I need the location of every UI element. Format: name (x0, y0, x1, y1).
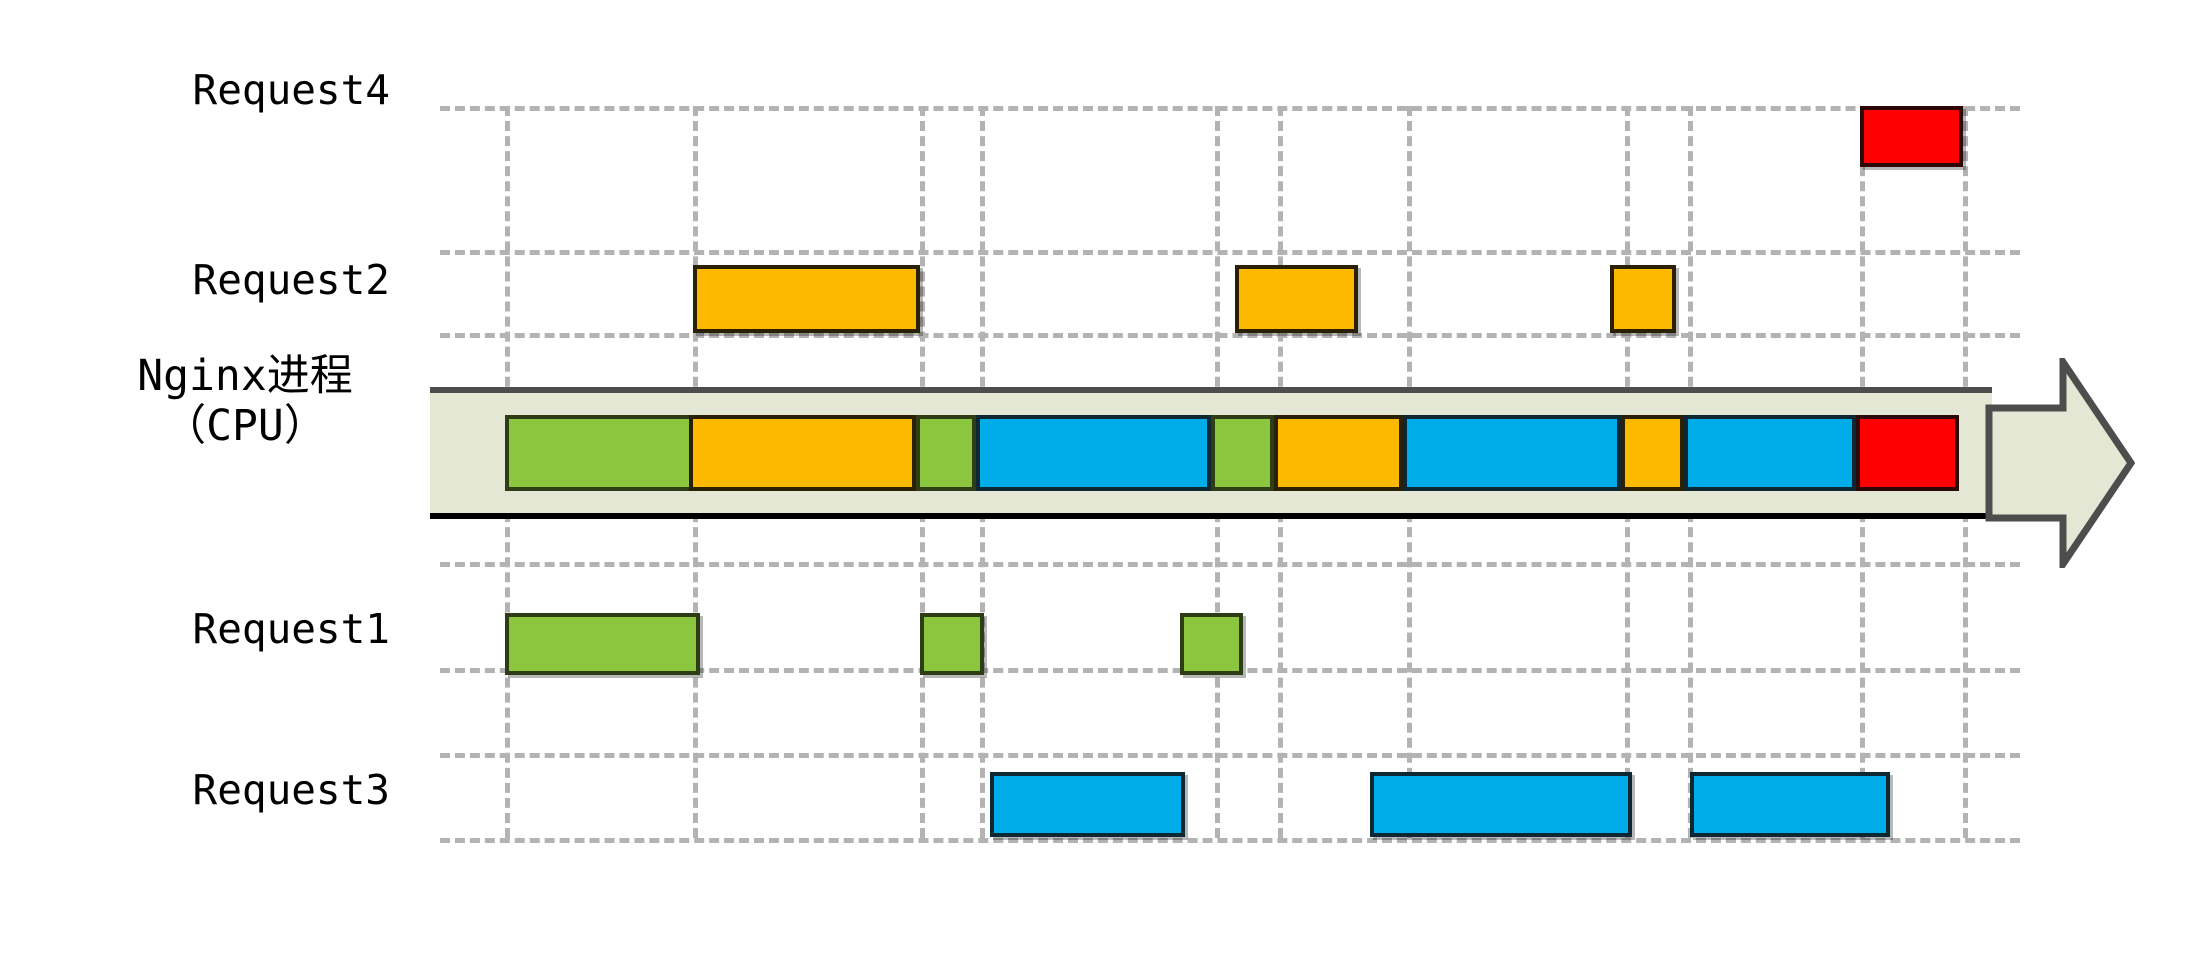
cpu-timeslice-segment (916, 415, 976, 491)
request-bar (1610, 265, 1676, 333)
grid-line-horizontal (440, 106, 2020, 111)
row-label-request3: Request3 (192, 766, 390, 814)
cpu-timeslice-segment (1621, 415, 1684, 491)
request-bar (1370, 772, 1632, 837)
row-label-request1: Request1 (192, 605, 390, 653)
grid-line-horizontal (440, 333, 2020, 338)
cpu-timeslice-segment (1403, 415, 1621, 491)
cpu-timeslice-segment (1684, 415, 1856, 491)
grid-line-horizontal (440, 250, 2020, 255)
request-bar (693, 265, 920, 333)
cpu-timeslice-segment (689, 415, 916, 491)
request-bar (920, 613, 984, 675)
grid-line-horizontal (440, 753, 2020, 758)
request-bar (1235, 265, 1358, 333)
request-bar (990, 772, 1185, 837)
cpu-timeslice-segment (1211, 415, 1274, 491)
request-bar (1690, 772, 1890, 837)
grid-line-horizontal (440, 838, 2020, 843)
grid-line-horizontal (440, 562, 2020, 567)
request-bar (1180, 613, 1243, 675)
cpu-timeslice-segment (976, 415, 1211, 491)
row-label-request2: Request2 (192, 256, 390, 304)
row-label-request4: Request4 (192, 66, 390, 114)
time-arrow-icon (1985, 358, 2135, 568)
row-label-nginx-cpu: Nginx进程 （CPU） (137, 351, 353, 451)
request-bar (505, 613, 700, 675)
cpu-timeslice-segment (505, 415, 693, 491)
request-bar (1860, 106, 1963, 167)
cpu-timeslice-segment (1274, 415, 1403, 491)
cpu-timeslice-segment (1856, 415, 1959, 491)
